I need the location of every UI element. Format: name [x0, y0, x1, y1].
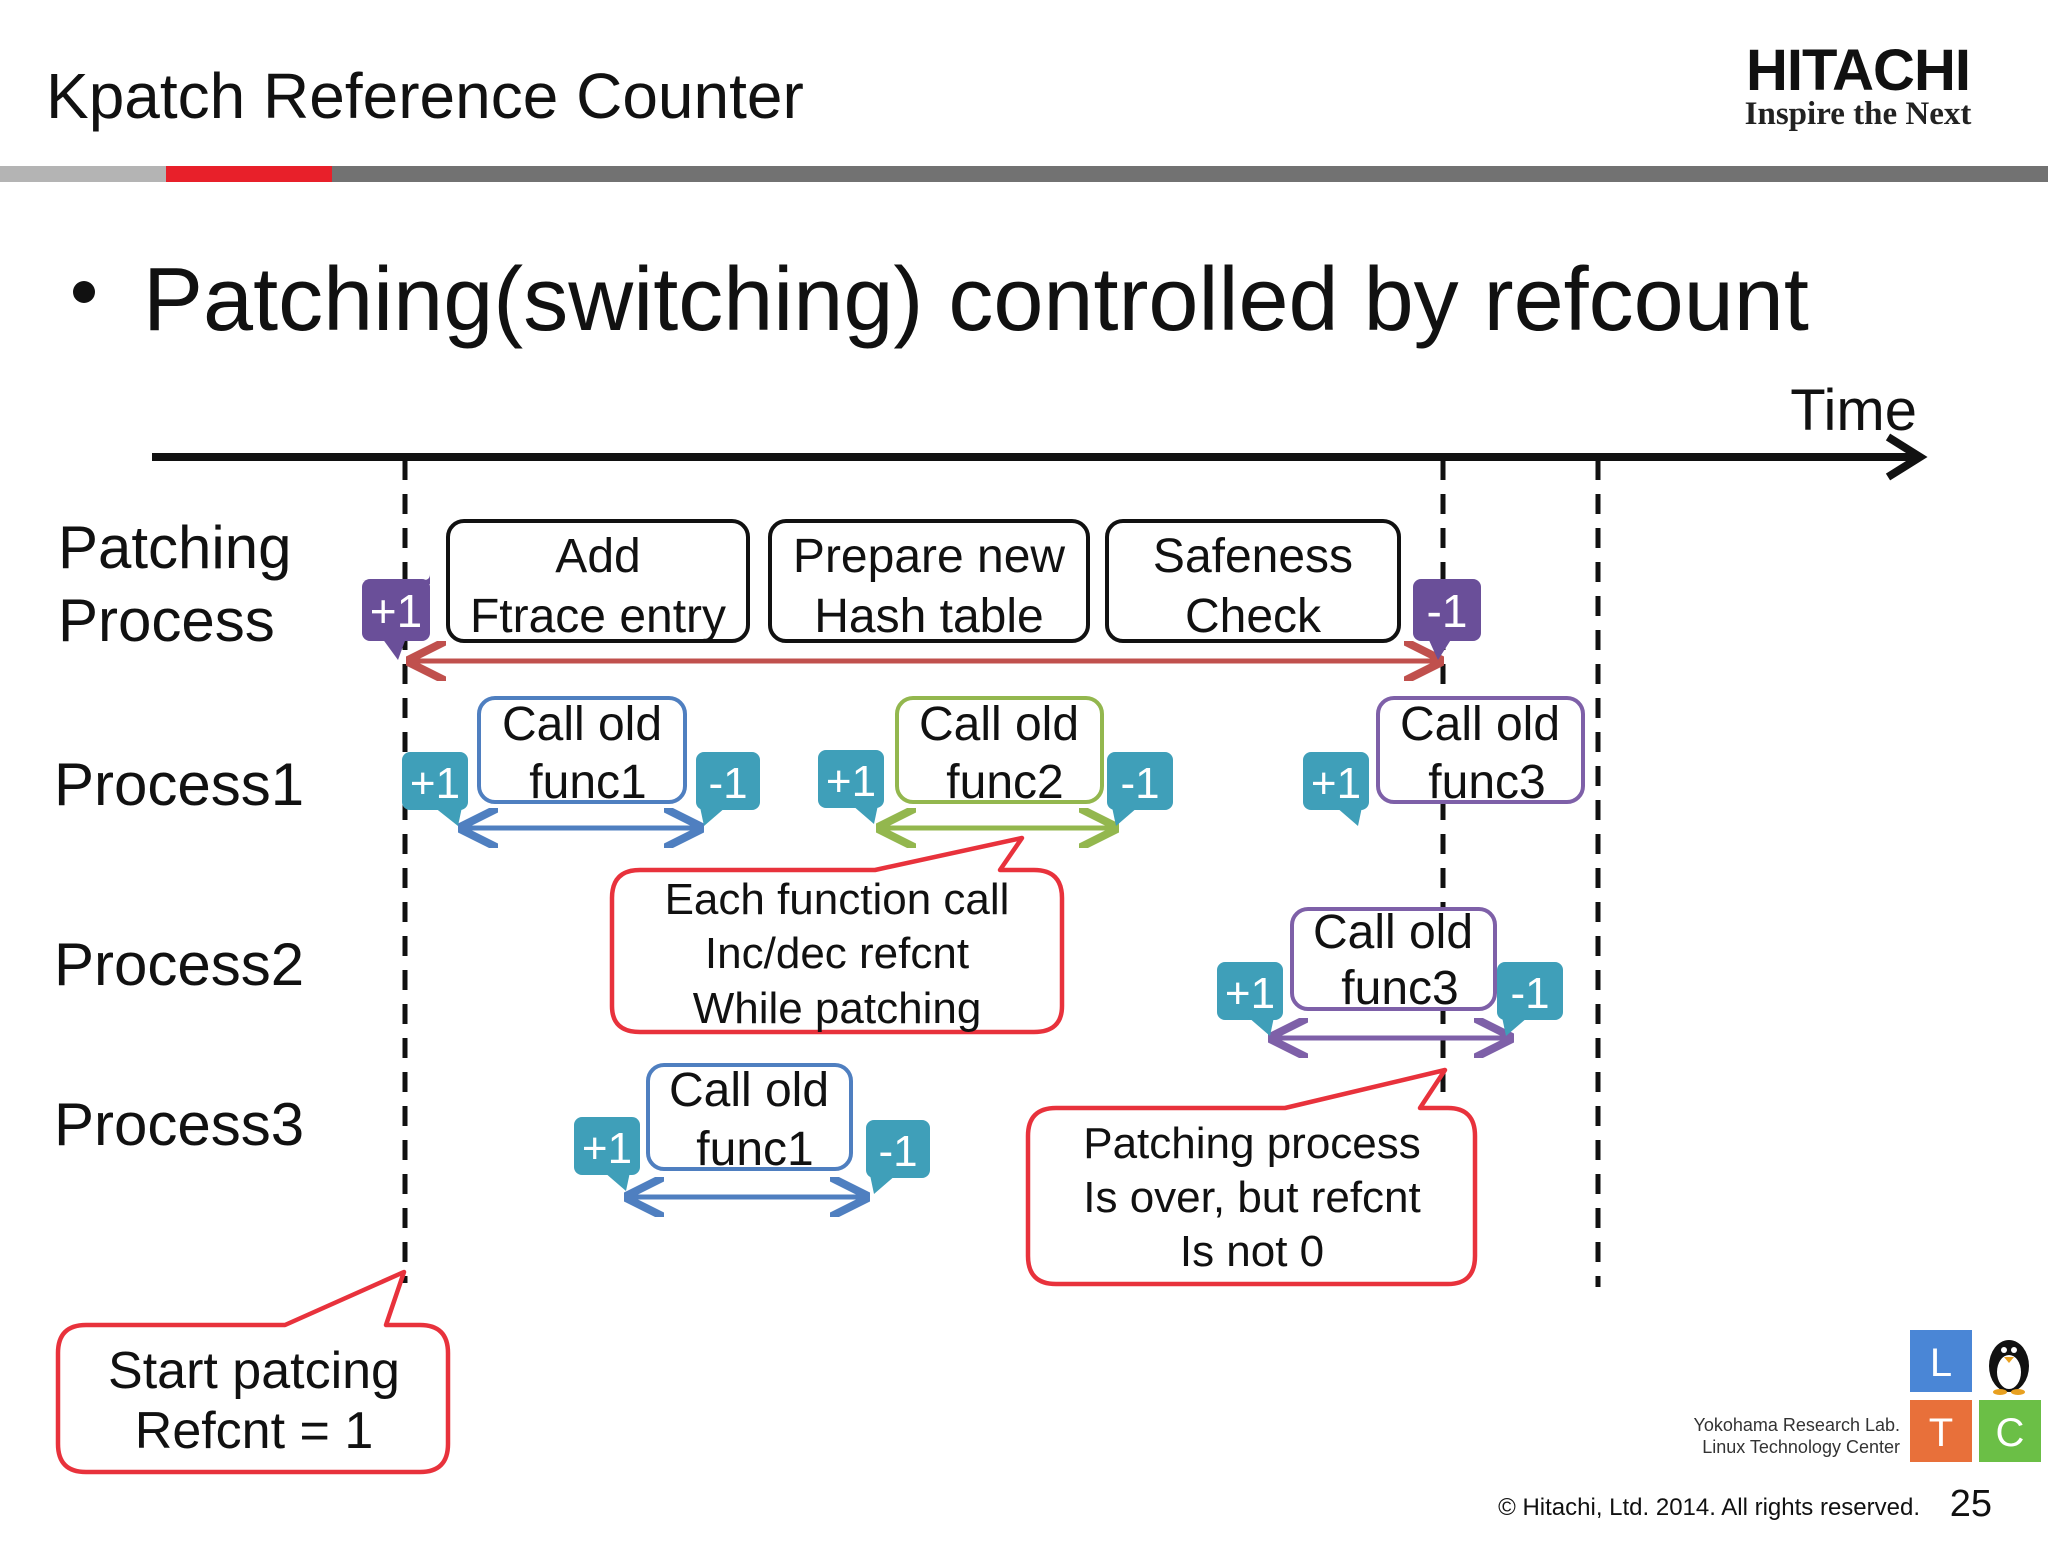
svg-text:+1: +1: [410, 759, 460, 808]
hitachi-logo: HITACHI Inspire the Next: [1745, 38, 1972, 132]
row-label-process2: Process2: [54, 931, 304, 998]
svg-text:Call old: Call old: [669, 1064, 829, 1117]
row-label-process1: Process1: [54, 751, 304, 818]
logo-wordmark: HITACHI: [1746, 38, 1970, 103]
row-label-patching: Patching: [58, 514, 292, 581]
svg-text:Hash table: Hash table: [814, 590, 1043, 643]
svg-text:-1: -1: [708, 759, 747, 808]
svg-text:func1: func1: [529, 756, 646, 809]
p1-func1-inc-badge: +1: [402, 752, 468, 826]
patch-dec-badge: -1: [1413, 579, 1481, 660]
svg-text:Refcnt = 1: Refcnt = 1: [135, 1402, 373, 1460]
svg-text:+1: +1: [1225, 969, 1275, 1018]
svg-text:Call old: Call old: [1313, 906, 1473, 959]
callout-refcnt-not-zero: Patching process Is over, but refcnt Is …: [1025, 1067, 1478, 1287]
p1-call-func2: Call old func2: [895, 696, 1104, 809]
svg-text:-1: -1: [878, 1127, 917, 1176]
p2-func3-dec-badge: -1: [1497, 962, 1563, 1036]
svg-text:Safeness: Safeness: [1153, 530, 1353, 583]
p1-func1-dec-badge: -1: [696, 752, 760, 826]
p1-func3-inc-badge: +1: [1303, 752, 1369, 826]
page-title: Kpatch Reference Counter: [46, 60, 804, 132]
svg-text:func3: func3: [1341, 962, 1458, 1015]
p1-call-func1: Call old func1: [477, 696, 687, 809]
svg-text:T: T: [1929, 1411, 1953, 1455]
svg-text:+1: +1: [582, 1124, 632, 1173]
step-add-ftrace: Add Ftrace entry: [446, 519, 750, 643]
svg-text:Each function call: Each function call: [665, 875, 1010, 924]
time-label: Time: [1790, 378, 1917, 443]
svg-text:Check: Check: [1185, 590, 1322, 643]
patch-inc-badge: +1: [362, 574, 430, 660]
page-number: 25: [1950, 1483, 1992, 1525]
svg-text:Call old: Call old: [502, 698, 662, 751]
bullet-text: Patching(switching) controlled by refcou…: [143, 250, 1809, 350]
svg-text:Call old: Call old: [1400, 698, 1560, 751]
svg-text:Start patcing: Start patcing: [108, 1342, 400, 1400]
svg-text:Patching process: Patching process: [1083, 1119, 1421, 1168]
p1-call-func3: Call old func3: [1376, 696, 1585, 809]
svg-text:+1: +1: [370, 585, 422, 637]
svg-text:While patching: While patching: [693, 984, 982, 1033]
svg-text:L: L: [1930, 1341, 1952, 1385]
svg-text:-1: -1: [1120, 759, 1159, 808]
step-prepare-hash: Prepare new Hash table: [768, 519, 1090, 643]
svg-text:func1: func1: [696, 1123, 813, 1176]
header-divider: [0, 166, 2048, 182]
logo-tagline: Inspire the Next: [1745, 96, 1972, 132]
p1-func2-inc-badge: +1: [818, 750, 884, 824]
p1-func2-dec-badge: -1: [1107, 752, 1173, 826]
p2-func3-inc-badge: +1: [1217, 962, 1283, 1036]
step-safeness-check: Safeness Check: [1105, 519, 1401, 643]
p3-func1-dec-badge: -1: [866, 1120, 930, 1194]
svg-text:Inc/dec refcnt: Inc/dec refcnt: [705, 929, 969, 978]
svg-text:-1: -1: [1510, 969, 1549, 1018]
svg-text:func2: func2: [946, 756, 1063, 809]
p3-func1-inc-badge: +1: [574, 1117, 640, 1191]
lab-name-line1: Yokohama Research Lab.: [1694, 1415, 1900, 1435]
callout-start-patching: Start patcing Refcnt = 1: [55, 1269, 451, 1475]
p3-call-func1: Call old func1: [646, 1063, 853, 1176]
p2-call-func3: Call old func3: [1290, 906, 1497, 1015]
callout-each-call: Each function call Inc/dec refcnt While …: [609, 835, 1065, 1035]
copyright: © Hitachi, Ltd. 2014. All rights reserve…: [1498, 1494, 1920, 1521]
svg-text:Prepare new: Prepare new: [793, 530, 1065, 583]
svg-text:+1: +1: [826, 757, 876, 806]
svg-text:Call old: Call old: [919, 698, 1079, 751]
svg-text:Add: Add: [555, 530, 640, 583]
bullet-dot: [73, 281, 95, 303]
svg-text:+1: +1: [1311, 759, 1361, 808]
svg-text:C: C: [1996, 1411, 2025, 1455]
time-arrowhead: [1885, 433, 1928, 481]
svg-text:func3: func3: [1428, 756, 1545, 809]
row-label-process3: Process3: [54, 1091, 304, 1158]
row-label-patching-process: Process: [58, 587, 275, 654]
penguin-icon: [1989, 1340, 2029, 1395]
svg-text:Ftrace entry: Ftrace entry: [470, 590, 726, 643]
ltc-logo: L T C: [1910, 1330, 2041, 1462]
lab-name-line2: Linux Technology Center: [1702, 1437, 1900, 1457]
svg-text:Is not 0: Is not 0: [1180, 1227, 1324, 1276]
svg-text:-1: -1: [1427, 585, 1468, 637]
svg-text:Is over, but refcnt: Is over, but refcnt: [1083, 1173, 1421, 1222]
